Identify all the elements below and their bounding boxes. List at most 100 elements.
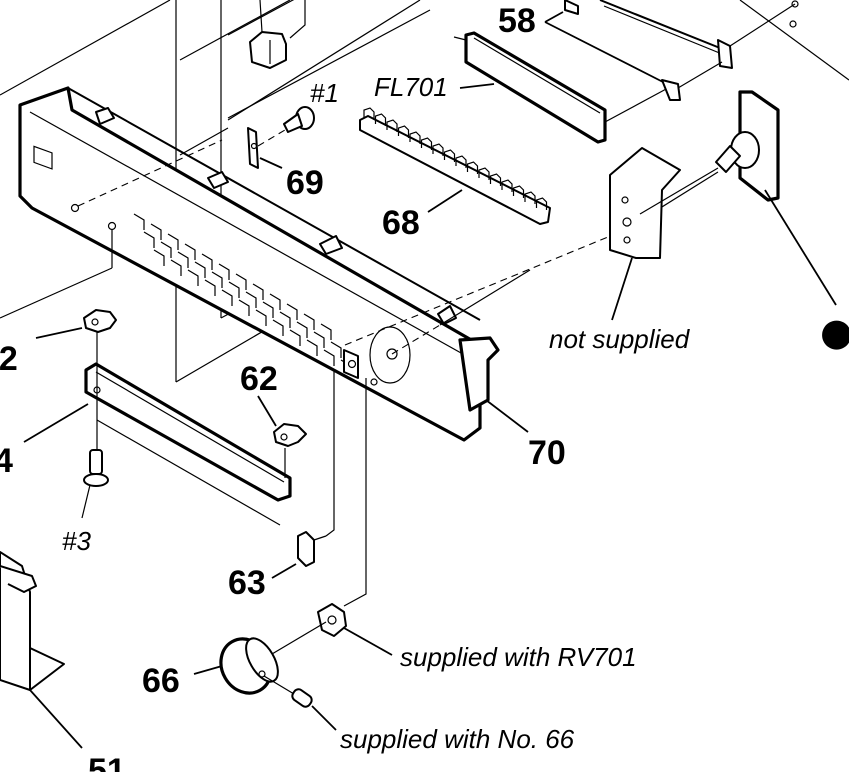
leader-not-supplied (611, 257, 633, 321)
clip-62-left (83, 309, 117, 333)
label-part-63: 63 (228, 564, 266, 602)
label-screw-3: #3 (62, 526, 91, 556)
panel-slot (160, 241, 172, 258)
connector-tooth (478, 167, 490, 180)
part-63-bracket (297, 531, 327, 567)
leader-51 (29, 689, 83, 749)
panel-slot (143, 231, 155, 248)
clip-62-right (273, 423, 307, 447)
connector-tooth (524, 191, 536, 204)
axis-set-screw (263, 675, 295, 695)
panel-slot (320, 323, 332, 340)
connector-tooth (512, 185, 525, 198)
connector-tooth (420, 137, 433, 150)
bracket-69 (247, 127, 259, 169)
panel-slot (167, 233, 179, 250)
label-part-62-left: 62 (0, 340, 18, 378)
panel-slot (262, 301, 274, 318)
panel-slot (204, 279, 216, 296)
guide-bar-lower (96, 419, 281, 526)
axis-screw1 (257, 129, 286, 147)
leader-panel-left2 (0, 267, 113, 319)
connector-tooth (386, 119, 398, 132)
leader-bullet (764, 189, 837, 306)
connector-tooth (409, 131, 421, 144)
axis-knob (391, 324, 441, 355)
note-supplied-with-rv701: supplied with RV701 (400, 642, 637, 672)
set-screw-part (291, 688, 313, 708)
leader-fl701 (459, 83, 495, 89)
connector-tooth (374, 113, 387, 126)
panel-slot (133, 213, 145, 230)
bullet-marker: ● (820, 310, 849, 354)
potentiometer-rv701 (715, 90, 780, 202)
panel-slot (150, 223, 162, 240)
connector-tooth (455, 155, 467, 168)
leader-screw3 (81, 484, 91, 519)
connector-tooth (432, 143, 444, 156)
panel-slot (303, 313, 315, 330)
panel-slot (269, 293, 281, 310)
leader-58 (544, 21, 664, 83)
panel-slot (289, 329, 301, 346)
connector-tooth (443, 149, 456, 162)
fl701-display-tube (453, 31, 723, 144)
connector-strip-68 (359, 107, 551, 225)
leader-no66 (311, 705, 337, 731)
nut-part (317, 603, 347, 637)
leader-rv701 (343, 627, 393, 656)
label-part-69: 69 (286, 164, 324, 202)
label-part-70: 70 (528, 434, 566, 472)
panel-slot (177, 251, 189, 268)
connector-tooth (501, 179, 513, 192)
switch-cap-part (249, 0, 306, 69)
note-not-supplied: not supplied (549, 324, 691, 354)
top-board-part (564, 0, 849, 81)
label-part-54: 4 (0, 442, 13, 480)
leader-62-right (257, 395, 277, 427)
leader-66 (193, 665, 223, 675)
panel-slot (221, 289, 233, 306)
label-part-62-right: 62 (240, 360, 278, 398)
panel-slot (201, 253, 213, 270)
panel-slot (330, 341, 342, 358)
leader-63 (271, 563, 297, 579)
leader-62-left (35, 327, 83, 339)
screw-1-part (283, 106, 315, 133)
screw-3-part (83, 449, 109, 487)
leader-69 (259, 157, 283, 169)
panel-slot (286, 303, 298, 320)
axis-nut (343, 378, 367, 607)
panel-slot (279, 311, 291, 328)
leader-58b (544, 11, 564, 23)
note-supplied-with-no66: supplied with No. 66 (340, 724, 575, 754)
knob-66 (219, 637, 279, 695)
axis-knob-66 (271, 621, 327, 655)
label-part-58: 58 (498, 2, 536, 40)
connector-tooth (363, 107, 375, 120)
axis-knob-solid (439, 269, 531, 326)
panel-slot (255, 309, 267, 326)
panel-slot (272, 319, 284, 336)
panel-slot (296, 321, 308, 338)
panel-slot (211, 271, 223, 288)
mounting-bracket-not-supplied (609, 147, 681, 259)
axis-panel-bottom (344, 229, 626, 346)
label-part-51: 51 (88, 752, 126, 772)
chassis-part-51 (0, 551, 65, 691)
connector-tooth (535, 197, 548, 210)
label-fl701: FL701 (374, 72, 448, 102)
leader-63-axis (325, 370, 335, 537)
axis-pot (639, 167, 719, 215)
front-panel-chassis (18, 86, 500, 442)
leader-54 (23, 403, 89, 443)
panel-slot (238, 299, 250, 316)
panel-slot (153, 249, 165, 266)
connector-tooth (489, 173, 502, 186)
panel-slot (235, 273, 247, 290)
label-part-66: 66 (142, 662, 180, 700)
panel-slot (323, 349, 335, 366)
connector-tooth (466, 161, 479, 174)
label-part-68: 68 (382, 204, 420, 242)
